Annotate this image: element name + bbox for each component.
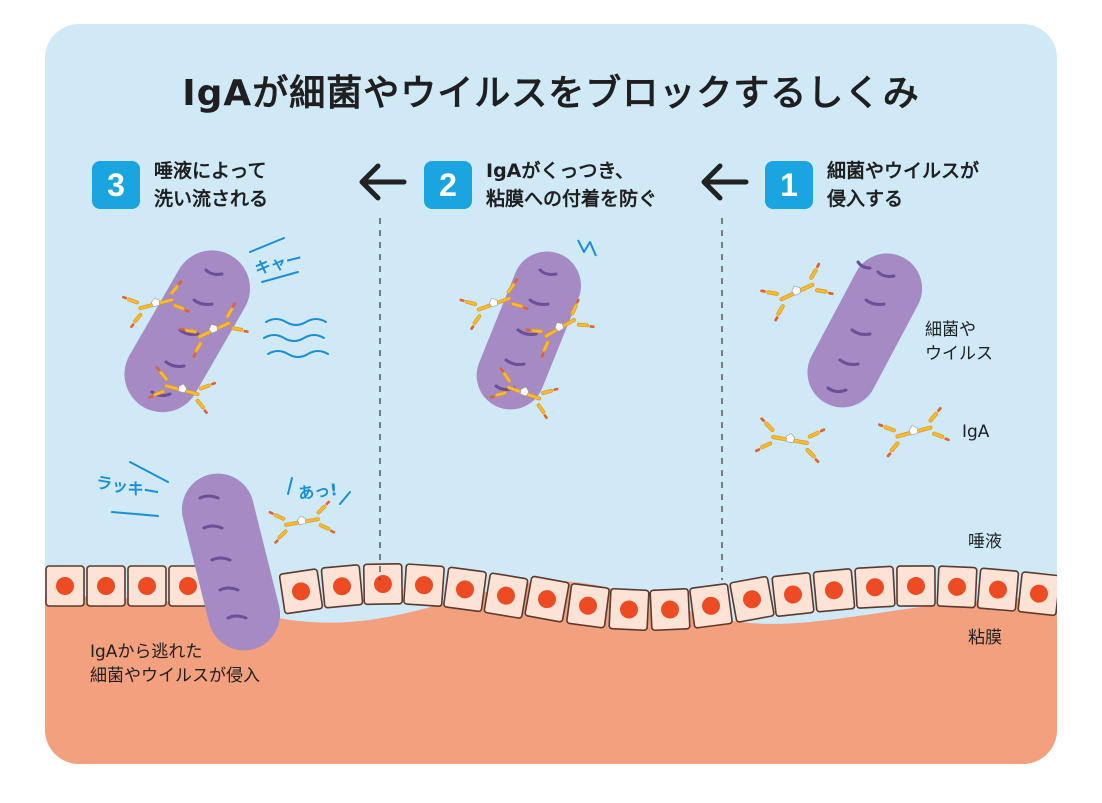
cell-nucleus: [538, 590, 556, 609]
escaped-label-line1: IgAから逃れた: [90, 642, 203, 662]
cell-nucleus: [661, 600, 679, 619]
cell-nucleus: [292, 582, 310, 601]
step-2: 2 IgAがくっつき、 粘膜への付着を防ぐ: [424, 157, 657, 213]
epithelial-cell: [729, 575, 775, 623]
epithelial-cell: [45, 565, 85, 607]
step-3-line2: 洗い流される: [154, 188, 269, 210]
pathogen-label-line1: 細菌や: [925, 320, 976, 340]
epithelial-cell: [608, 587, 650, 632]
epithelial-cell: [1017, 571, 1057, 617]
epithelial-cell: [524, 575, 570, 623]
cell-nucleus: [179, 577, 197, 595]
cell-nucleus: [948, 577, 966, 596]
cell-nucleus: [620, 600, 638, 619]
epithelial-cell: [812, 568, 856, 613]
epithelial-cell: [127, 565, 167, 607]
escaped-label: IgAから逃れた 細菌やウイルスが侵入: [90, 640, 260, 688]
epithelial-cell: [566, 582, 610, 629]
bacterium-escaped: [181, 473, 281, 651]
cell-nucleus: [579, 596, 597, 615]
cell-nucleus: [825, 581, 843, 600]
step-2-line1: IgAがくっつき、: [486, 160, 635, 182]
step-1-badge: 1: [765, 161, 813, 209]
pathogen-label: 細菌や ウイルス: [925, 318, 993, 366]
epithelial-cell: [649, 588, 691, 632]
cell-nucleus: [333, 577, 351, 596]
epithelial-cell: [854, 565, 896, 609]
cell-nucleus: [97, 577, 115, 595]
shock-mark-icon: [577, 239, 597, 257]
step-2-line2: 粘膜への付着を防ぐ: [486, 188, 658, 210]
cell-nucleus: [907, 577, 925, 596]
exclamation-ah: あっ!: [297, 479, 339, 503]
step-1-line1: 細菌やウイルスが: [827, 160, 980, 182]
speed-lines-icon: [111, 461, 169, 517]
cell-nucleus: [702, 596, 720, 615]
epithelial-cell: [936, 565, 978, 609]
diagram-title: IgAが細菌やウイルスをブロックするしくみ: [182, 73, 920, 114]
epithelial-cell: [320, 564, 364, 609]
arrow-left-icon: [701, 163, 749, 201]
step-3-badge: 3: [92, 161, 140, 209]
cell-nucleus: [866, 578, 884, 597]
arrow-left-icon: [359, 163, 407, 201]
step-2-badge: 2: [424, 161, 472, 209]
epithelial-cell: [278, 568, 324, 615]
epithelial-cell: [362, 563, 404, 606]
epithelial-cells: [45, 563, 1057, 632]
cell-nucleus: [743, 590, 761, 609]
cell-nucleus: [1030, 584, 1048, 603]
speed-lines-icon: [249, 237, 299, 283]
cell-nucleus: [374, 575, 392, 594]
pathogen-label-line2: ウイルス: [925, 344, 993, 364]
epithelial-cell: [771, 572, 815, 618]
mucosa-layer: [45, 581, 1057, 764]
epithelial-cell: [689, 583, 733, 629]
saliva-label: 唾液: [968, 532, 1002, 552]
step-1-line2: 侵入する: [827, 188, 904, 210]
epithelial-cell: [976, 567, 1020, 612]
step-2-text: IgAがくっつき、 粘膜への付着を防ぐ: [486, 157, 657, 213]
cell-nucleus: [138, 577, 156, 595]
wave-lines-icon: [263, 318, 329, 358]
cell-nucleus: [497, 586, 515, 605]
cell-nucleus: [56, 577, 74, 595]
epithelial-cell: [443, 566, 487, 613]
surprise-lines-icon: [287, 477, 351, 505]
epithelial-cell: [86, 565, 126, 607]
escaped-label-line2: 細菌やウイルスが侵入: [90, 666, 260, 686]
iga-label: IgA: [962, 422, 990, 442]
step-3-text: 唾液によって 洗い流される: [154, 157, 268, 213]
cell-nucleus: [456, 580, 474, 599]
cell-nucleus: [415, 576, 433, 595]
step-1: 1 細菌やウイルスが 侵入する: [765, 157, 979, 213]
step-1-text: 細菌やウイルスが 侵入する: [827, 157, 979, 213]
step-3-line1: 唾液によって: [154, 160, 267, 182]
epithelial-cell: [896, 565, 936, 607]
step-3: 3 唾液によって 洗い流される: [92, 157, 268, 213]
cell-nucleus: [784, 585, 802, 604]
bacterium-panel1: [807, 253, 923, 408]
epithelial-cell: [403, 563, 445, 608]
epithelial-cell: [483, 572, 529, 619]
mucosa-label: 粘膜: [968, 628, 1002, 648]
cell-nucleus: [989, 580, 1007, 599]
